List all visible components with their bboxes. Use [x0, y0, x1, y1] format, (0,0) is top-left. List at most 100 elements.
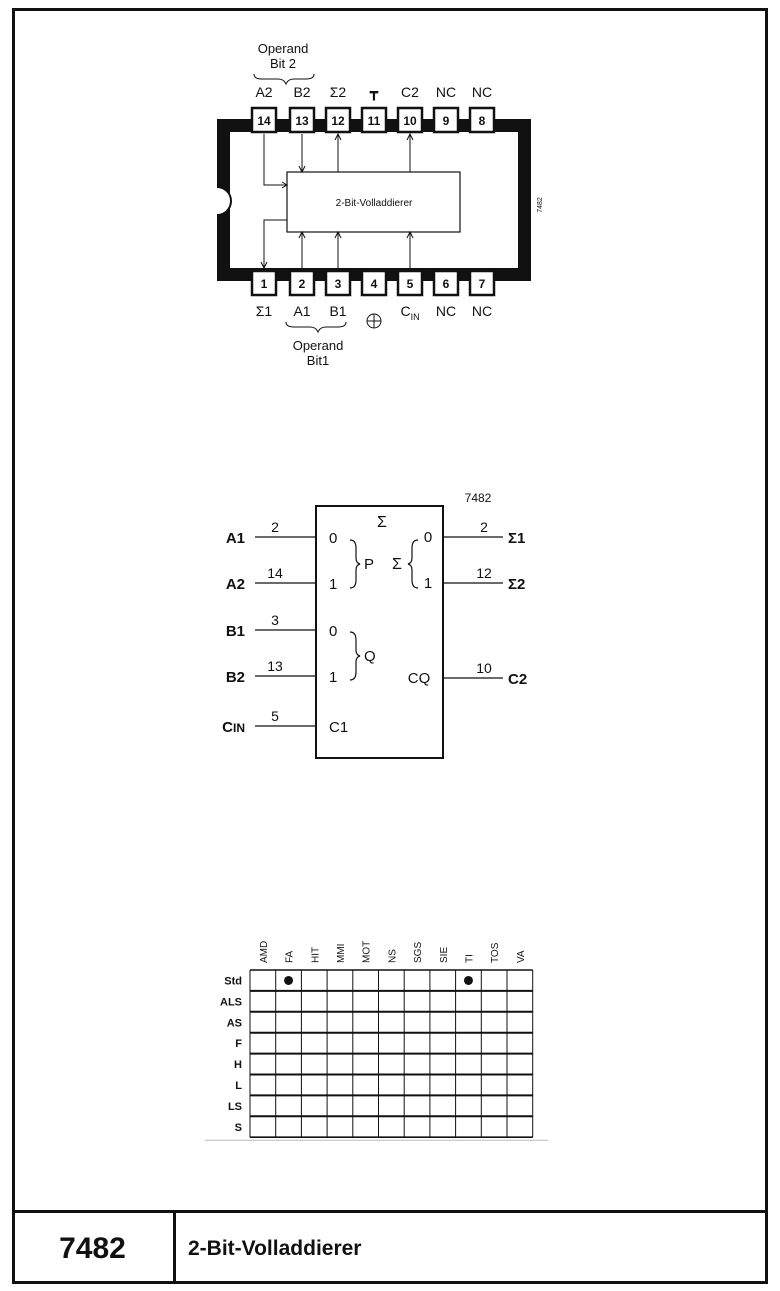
- cq-label: CQ: [408, 670, 431, 687]
- input-port-label: 1: [329, 576, 337, 593]
- bottom-pin-label: Σ1: [256, 303, 273, 319]
- bottom-pin-box: [396, 269, 424, 297]
- q-label: Q: [364, 648, 376, 665]
- operand-bottom-line1: Operand: [293, 338, 344, 353]
- family-row-header: H: [234, 1059, 242, 1071]
- bottom-pin-box: [432, 269, 460, 297]
- bottom-pin-box: [324, 269, 352, 297]
- diagram-canvas: 2-Bit-Volladdierer: [205, 41, 548, 1141]
- input-name-sub: IN: [233, 721, 245, 735]
- top-pin-number: 10: [403, 114, 417, 128]
- internal-wires: [260, 132, 414, 270]
- input-pin-number: 2: [271, 519, 279, 535]
- top-pin-box: [324, 106, 352, 134]
- vendor-column-header: NS: [387, 949, 398, 963]
- input-name: A1: [226, 530, 245, 547]
- bottom-pin-box: [360, 269, 388, 297]
- top-pin-number: 14: [257, 114, 271, 128]
- bottom-pin-number: 5: [407, 277, 414, 291]
- bottom-pin-number: 2: [299, 277, 306, 291]
- family-row-header: LS: [228, 1101, 242, 1113]
- operand-top-line1: Operand: [258, 41, 309, 56]
- top-pin-box: [360, 106, 388, 134]
- bottom-pin-box: [250, 269, 278, 297]
- input-pin-number: 3: [271, 612, 279, 628]
- output-pin-number: 2: [480, 519, 488, 535]
- input-port-label: 0: [329, 623, 337, 640]
- family-row-header: S: [235, 1122, 242, 1134]
- footer-part-number: 7482: [12, 1213, 176, 1284]
- top-pin-number: 11: [368, 114, 381, 128]
- top-pin-number: 9: [443, 114, 450, 128]
- top-pin-number: 12: [331, 114, 345, 128]
- symbol-box: [315, 505, 444, 759]
- footer-title: 2-Bit-Volladdierer: [188, 1236, 362, 1260]
- vendor-column-header: HIT: [310, 947, 321, 963]
- top-pin-label: ┳: [369, 84, 379, 101]
- operand-top-line2: Bit 2: [270, 56, 296, 71]
- vendor-column-header: AMD: [259, 941, 270, 963]
- symbol-part-number: 7482: [465, 491, 492, 505]
- vendor-column-header: SIE: [439, 947, 450, 963]
- bottom-pin-label: A1: [293, 303, 310, 319]
- output-name: C2: [508, 671, 527, 688]
- input-port-label: 0: [329, 530, 337, 547]
- top-pin-number: 13: [295, 114, 309, 128]
- top-pin-box: [250, 106, 278, 134]
- top-pin-label: A2: [255, 84, 272, 100]
- family-row-header: AS: [227, 1017, 242, 1029]
- bottom-pin-label: NC: [472, 303, 492, 319]
- sum-brace-label: Σ: [392, 556, 402, 573]
- sum-port-1: 1: [424, 575, 432, 592]
- top-pin-label: B2: [293, 84, 310, 100]
- output-name: Σ1: [508, 530, 525, 547]
- input-pin-number: 5: [271, 708, 279, 724]
- availability-dot: [284, 975, 294, 985]
- operand-bottom-brace: [285, 321, 347, 334]
- top-pin-label: NC: [436, 84, 456, 100]
- bottom-pin-number: 3: [335, 277, 342, 291]
- input-name: CIN: [222, 719, 245, 736]
- datasheet-frame: [12, 8, 768, 1284]
- bottom-pin-number: 7: [479, 277, 486, 291]
- family-row-header: Std: [224, 975, 242, 987]
- family-row-header: ALS: [220, 996, 242, 1008]
- footer-bar: 7482 2-Bit-Volladdierer: [12, 1210, 768, 1284]
- output-pin-number: 12: [476, 565, 492, 581]
- ic-notch-edge: [216, 186, 232, 216]
- top-pin-label: C2: [401, 84, 419, 100]
- vendor-column-header: TI: [464, 954, 475, 963]
- adder-block-label: 2-Bit-Volladdierer: [336, 198, 413, 209]
- family-row-header: L: [235, 1080, 242, 1092]
- vendor-column-header: MMI: [336, 944, 347, 963]
- operand-top-brace: [253, 73, 315, 86]
- input-name: B2: [226, 669, 245, 686]
- output-name: Σ2: [508, 576, 525, 593]
- operand-bottom-line2: Bit1: [307, 353, 329, 368]
- p-brace: [349, 539, 361, 589]
- top-pin-number: 8: [479, 114, 486, 128]
- bottom-pin-label: CIN: [400, 303, 419, 322]
- pinout-side-label: 7482: [537, 197, 544, 213]
- sum-brace: [407, 539, 419, 589]
- bottom-pin-label: B1: [329, 303, 346, 319]
- top-pin-label: Σ2: [330, 84, 347, 100]
- bottom-pin-box: [288, 269, 316, 297]
- bottom-pin-box: [468, 269, 496, 297]
- vendor-column-header: MOT: [362, 941, 373, 963]
- ground-symbol-cross: [367, 314, 381, 328]
- pinout-diagram: 2-Bit-Volladdierer: [216, 41, 544, 368]
- ic-notch: [217, 187, 231, 215]
- adder-block: [286, 171, 461, 233]
- bottom-pin-number: 6: [443, 277, 450, 291]
- symbol-sigma-header: Σ: [377, 514, 387, 531]
- bottom-pin-number: 1: [261, 277, 268, 291]
- vendor-column-header: FA: [285, 950, 296, 963]
- top-pin-box: [468, 106, 496, 134]
- input-pin-number: 13: [267, 658, 283, 674]
